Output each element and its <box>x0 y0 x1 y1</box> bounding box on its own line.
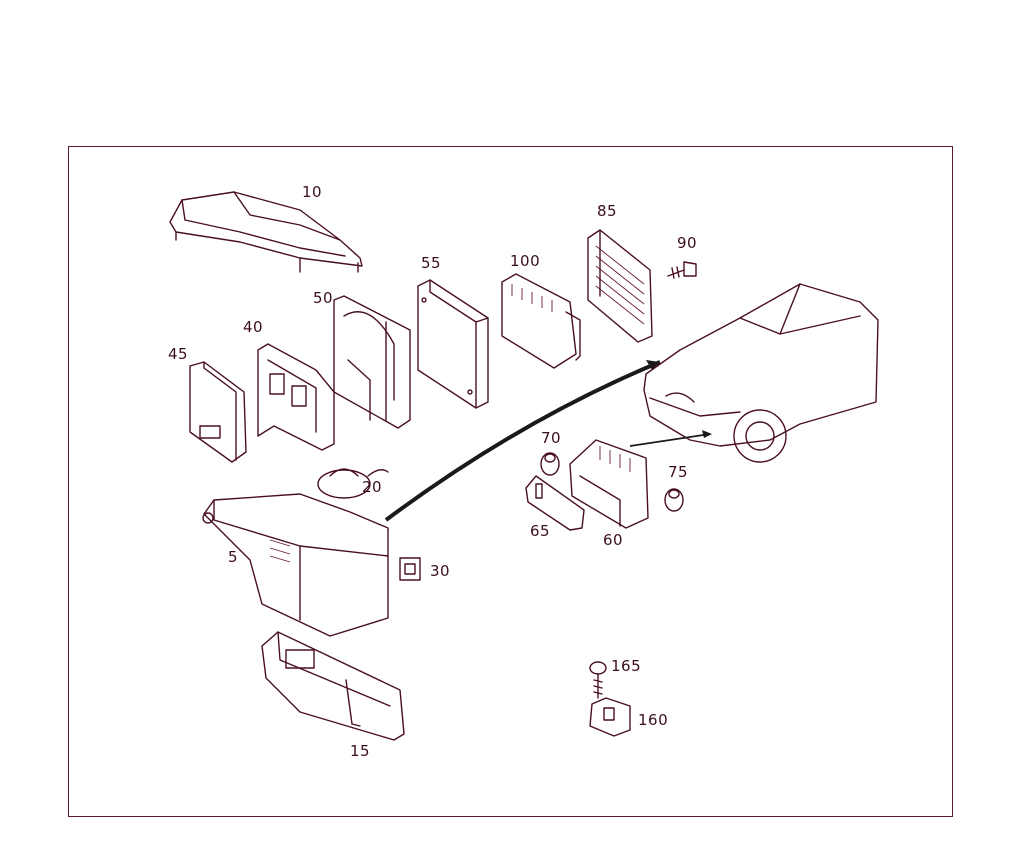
callout-15: 15 <box>350 742 371 760</box>
part-40-holder-frame[interactable] <box>257 343 335 451</box>
callout-50: 50 <box>313 289 334 307</box>
vehicle-outline <box>643 283 879 463</box>
part-10-cover-lid[interactable] <box>169 191 363 273</box>
callout-40: 40 <box>243 318 264 336</box>
part-165-screw[interactable] <box>589 661 607 699</box>
callout-65: 65 <box>530 522 551 540</box>
callout-160: 160 <box>638 711 669 729</box>
callout-45: 45 <box>168 345 189 363</box>
callout-55: 55 <box>421 254 442 272</box>
callout-100: 100 <box>510 252 541 270</box>
part-85-control-module[interactable] <box>587 229 653 343</box>
part-90-screw[interactable] <box>667 261 697 279</box>
callout-5: 5 <box>228 548 239 566</box>
part-50-bracket[interactable] <box>333 295 411 429</box>
part-5-main-housing[interactable] <box>202 493 389 637</box>
part-60-module[interactable] <box>569 439 649 529</box>
part-160-clip[interactable] <box>589 697 631 737</box>
callout-10: 10 <box>302 183 323 201</box>
part-15-lower-housing[interactable] <box>261 631 405 741</box>
callout-60: 60 <box>603 531 624 549</box>
connector-arrow-housing-to-car <box>384 360 661 522</box>
callout-90: 90 <box>677 234 698 252</box>
connector-arrow-engine-bay <box>629 430 712 447</box>
part-65-plate[interactable] <box>525 475 585 531</box>
callout-30: 30 <box>430 562 451 580</box>
callout-165: 165 <box>611 657 642 675</box>
part-100-module[interactable] <box>501 273 581 369</box>
part-20-sensor[interactable] <box>317 468 389 499</box>
diagram-frame <box>68 146 953 817</box>
callout-75: 75 <box>668 463 689 481</box>
callout-20: 20 <box>362 478 383 496</box>
callout-70: 70 <box>541 429 562 447</box>
part-75-grommet[interactable] <box>664 488 684 512</box>
part-70-grommet[interactable] <box>540 452 560 476</box>
part-45-control-unit[interactable] <box>189 361 247 463</box>
part-55-module[interactable] <box>417 279 489 409</box>
callout-85: 85 <box>597 202 618 220</box>
part-30-clip[interactable] <box>399 557 421 581</box>
